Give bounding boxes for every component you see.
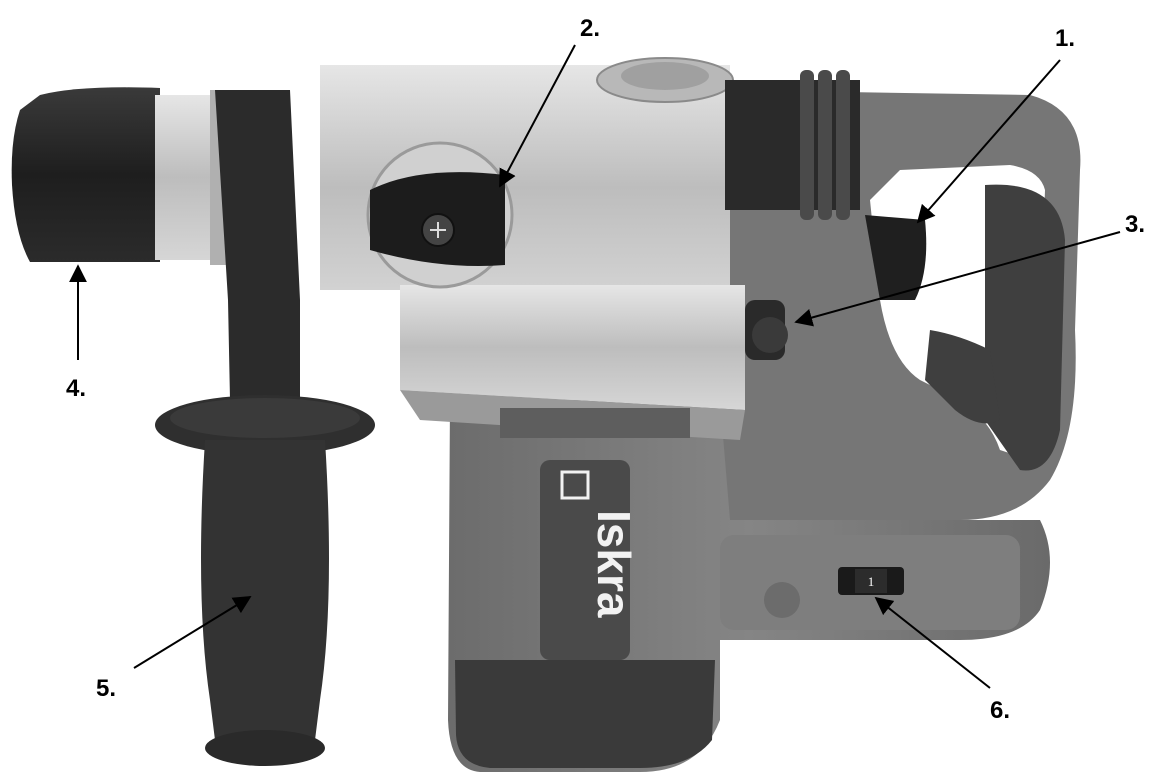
- arrow-2: [499, 44, 576, 188]
- auxiliary-handle[interactable]: [155, 90, 375, 766]
- callout-2: 2.: [580, 15, 600, 42]
- callout-arrows: [69, 44, 1121, 689]
- button-cover-icon: [764, 582, 800, 618]
- callout-1: 1.: [1055, 25, 1075, 52]
- speed-dial[interactable]: 1: [838, 567, 904, 595]
- brand-emblem-icon: [560, 470, 590, 500]
- speed-dial-value: 1: [868, 574, 875, 589]
- arrow-5: [133, 596, 252, 669]
- callout-6: 6.: [990, 697, 1010, 724]
- gearbox-housing: [320, 57, 860, 440]
- brand-label: Iskra: [588, 510, 640, 618]
- arrow-6: [874, 596, 991, 689]
- callout-4: 4.: [66, 375, 86, 402]
- sds-chuck: [11, 87, 250, 265]
- motor-housing: [448, 400, 1050, 772]
- brand-logo: Iskra: [560, 470, 640, 618]
- callout-3: 3.: [1125, 211, 1145, 238]
- callout-labels: 1. 2. 3. 4. 5. 6.: [66, 15, 1145, 724]
- lock-button[interactable]: [745, 300, 788, 360]
- callout-5: 5.: [96, 675, 116, 702]
- arrow-3: [794, 231, 1121, 327]
- trigger-switch[interactable]: [865, 215, 927, 300]
- arrow-1: [916, 59, 1061, 224]
- mode-selector-knob[interactable]: [366, 141, 514, 289]
